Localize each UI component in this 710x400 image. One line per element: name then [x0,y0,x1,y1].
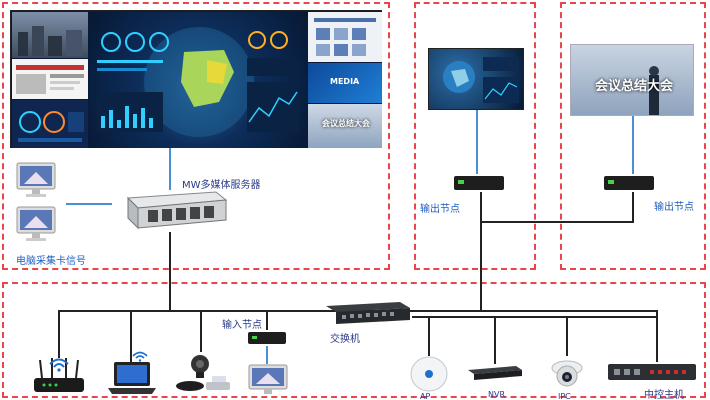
zone-output-1 [414,2,536,270]
ipc-label: IPC [558,392,571,400]
wire-node1-down [480,192,482,312]
output-wall-1 [428,48,524,110]
nvr-device [466,364,524,380]
drop-ap [428,316,430,356]
zone-main-wall [2,2,390,270]
capture-pc-2 [16,206,56,242]
wall-panel-brand: MEDIA [308,63,382,103]
drop-central [656,310,658,362]
ip-camera [550,358,584,390]
wall-panel-city [12,12,88,58]
wifi-icon-router [48,356,70,372]
link-wall2-node [632,116,634,174]
wire-bus-right [412,316,658,318]
zone-output-2 [560,2,706,270]
output-node-2-device [602,172,656,192]
wall-brand-text: MEDIA [330,77,360,86]
drop-router [58,310,60,358]
conference-terminal [172,352,234,396]
drop-nvr [494,316,496,364]
wall-panel-slide: 会议总结大会 [308,104,382,148]
switch-label: 交换机 [330,334,360,345]
wifi-icon-laptop [132,350,148,362]
link-capture-server [66,203,112,205]
wall-slide-title-small: 会议总结大会 [322,119,370,128]
link-input-node-pc [266,346,268,364]
input-pc [248,364,288,398]
ap-label: AP [420,392,431,400]
media-server [118,188,230,232]
network-switch [320,298,412,328]
wire-server-down [169,232,171,312]
output-node-1-device [452,172,506,192]
drop-ipc [566,316,568,356]
output-wall-2: 会议总结大会 [570,44,694,116]
output-node-2-label: 输出节点 [654,202,694,213]
central-control-label: 中控主机 [644,390,684,400]
laptop [106,360,158,396]
link-wall-server [169,148,171,190]
central-control-device [606,360,698,382]
wall-panel-icons [308,12,382,62]
output-node-1-label: 输出节点 [420,204,460,215]
capture-label: 电脑采集卡信号 [16,256,86,267]
link-wall1-node [476,110,478,174]
drop-laptop [130,310,132,364]
wall-panel-dashboard-small [12,100,88,148]
drop-input-node [266,310,268,330]
capture-pc-1 [16,162,56,198]
main-video-wall: MEDIA 会议总结大会 [10,10,382,148]
wall-panel-left-dash [89,99,90,100]
wire-node-bridge [480,221,634,223]
wire-node2-down [632,192,634,222]
output-wall-2-title: 会议总结大会 [595,79,674,94]
wireless-ap [408,354,450,394]
wifi-router [30,356,88,396]
drop-conference [200,310,202,352]
input-node-device [246,330,288,346]
zone-network [2,282,706,398]
input-node-label: 输入节点 [222,320,262,331]
wall-panel-web [12,59,88,99]
server-label: MW多媒体服务器 [182,180,261,191]
nvr-label: NVR [488,390,506,399]
wall-panel-map-dashboard [89,12,307,148]
